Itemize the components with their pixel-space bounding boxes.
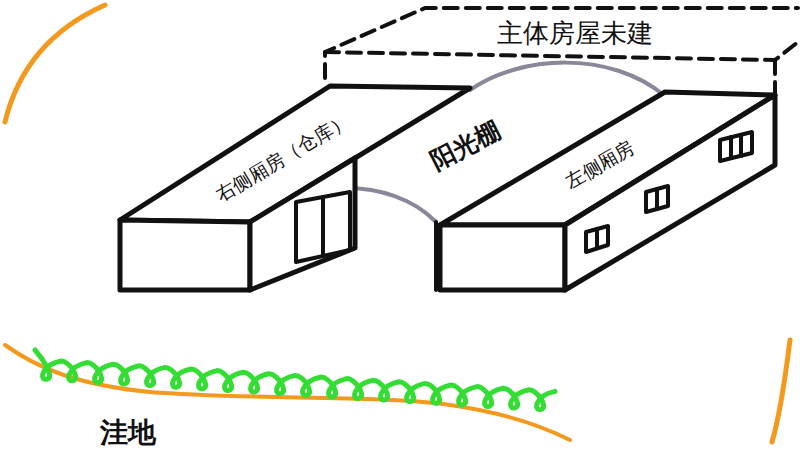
door	[296, 192, 350, 262]
hedge	[35, 350, 555, 410]
right-wing-block	[120, 86, 470, 290]
sunroof-edge	[434, 222, 438, 290]
sunroof: 阳光棚	[422, 112, 507, 177]
hollow-edge	[5, 345, 570, 440]
node-text: 阳光棚	[422, 112, 507, 177]
unbuilt-house: 主体房屋未建	[495, 16, 655, 51]
sunroof-arc	[470, 63, 665, 96]
unbuilt-house-outline	[325, 8, 798, 95]
node-text: 主体房屋未建	[495, 16, 655, 51]
ground-edge	[772, 340, 790, 442]
area-label: 洼地	[100, 414, 156, 452]
ground-edge	[5, 5, 105, 122]
